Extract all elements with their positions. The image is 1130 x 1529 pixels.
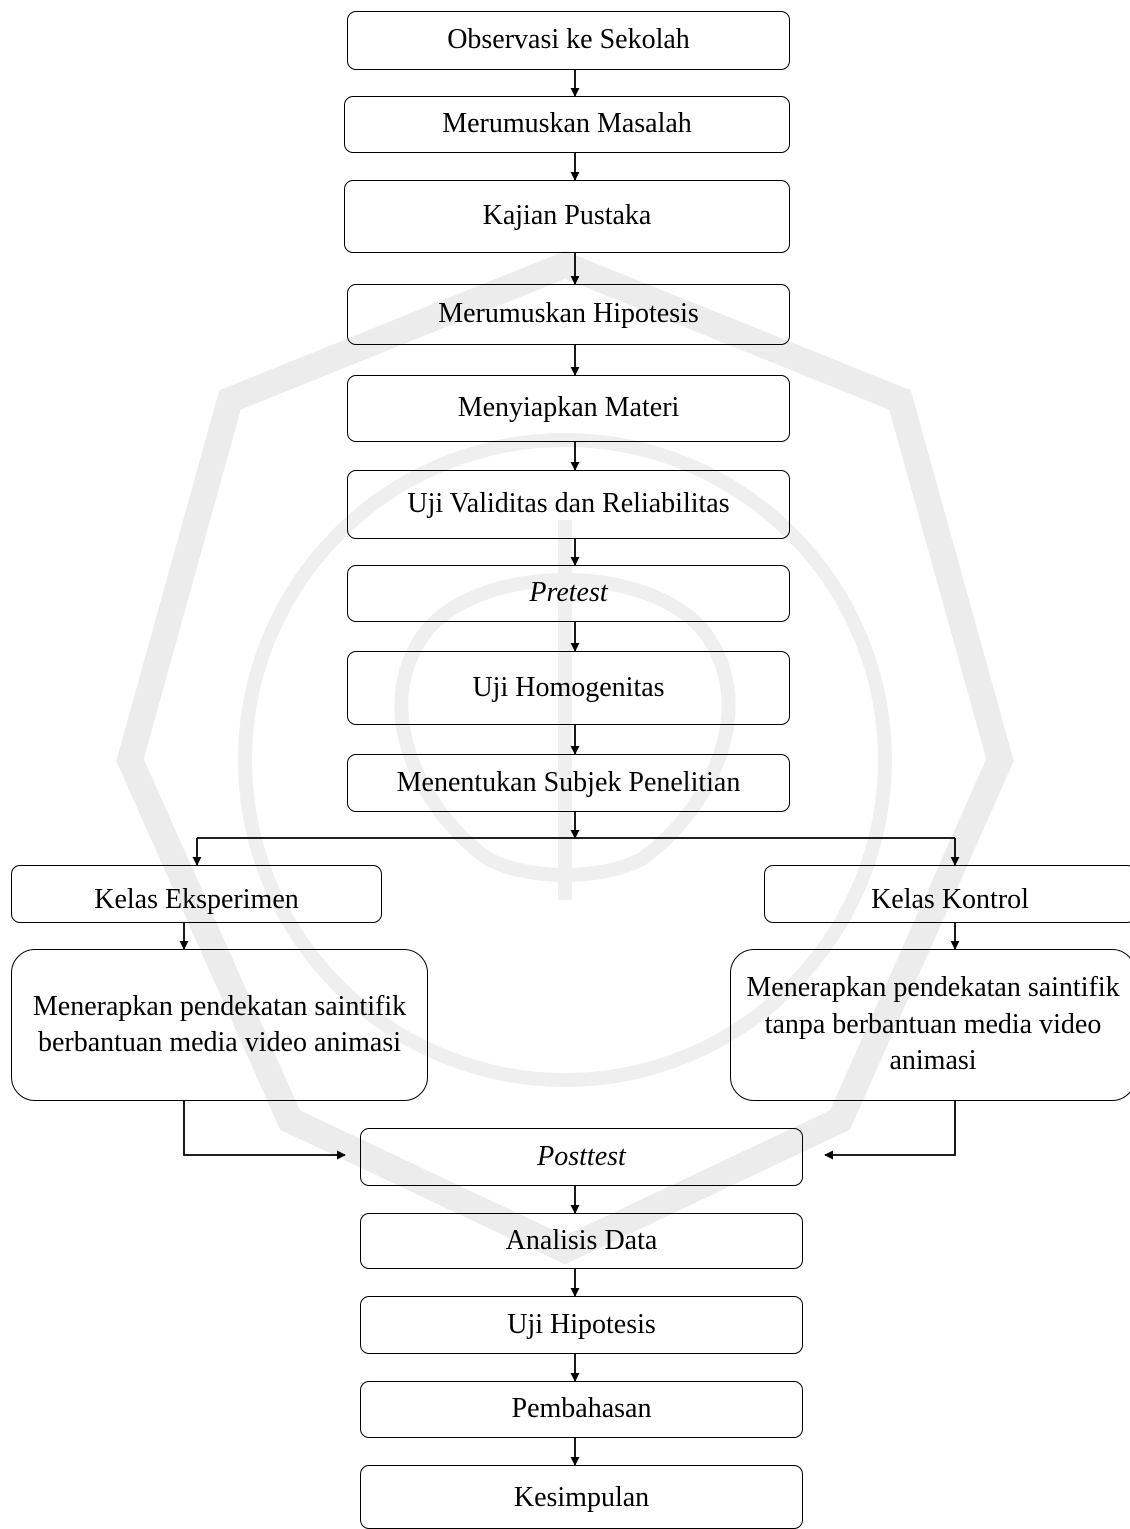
step-uji-homogenitas: Uji Homogenitas — [347, 651, 790, 725]
step-pembahasan: Pembahasan — [360, 1381, 803, 1438]
step-uji-hipotesis: Uji Hipotesis — [360, 1296, 803, 1354]
step-label: Uji Hipotesis — [507, 1308, 656, 1340]
step-label: Menentukan Subjek Penelitian — [396, 766, 741, 798]
step-menyiapkan-materi: Menyiapkan Materi — [347, 375, 790, 442]
step-label: Kesimpulan — [513, 1482, 650, 1513]
step-label: Kelas Kontrol — [871, 883, 1029, 915]
step-merumuskan-masalah: Merumuskan Masalah — [344, 96, 790, 153]
step-label: Merumuskan Masalah — [442, 108, 692, 140]
step-uji-validitas: Uji Validitas dan Reliabilitas — [347, 470, 790, 539]
step-analisis-data: Analisis Data — [360, 1213, 803, 1269]
step-label: Menerapkan pendekatan saintifik berbantu… — [32, 990, 407, 1058]
step-observasi: Observasi ke Sekolah — [347, 11, 790, 70]
step-kelas-eksperimen: Kelas Eksperimen — [11, 865, 382, 923]
step-label: Pretest — [529, 577, 608, 609]
step-label: Pembahasan — [511, 1393, 652, 1425]
step-kesimpulan: Kesimpulan — [360, 1465, 803, 1529]
step-label: Menyiapkan Materi — [457, 392, 680, 424]
step-label: Analisis Data — [505, 1224, 658, 1256]
arrow-left-merge — [183, 1101, 346, 1160]
step-label: Observasi ke Sekolah — [447, 24, 690, 56]
step-perlakuan-eksperimen: Menerapkan pendekatan saintifik berbantu… — [11, 949, 428, 1101]
step-menentukan-subjek: Menentukan Subjek Penelitian — [347, 754, 790, 812]
step-posttest: Posttest — [360, 1128, 803, 1186]
step-label: Uji Validitas dan Reliabilitas — [407, 488, 730, 520]
step-merumuskan-hipotesis: Merumuskan Hipotesis — [347, 284, 790, 345]
step-label: Uji Homogenitas — [472, 671, 665, 703]
step-perlakuan-kontrol: Menerapkan pendekatan saintifik tanpa be… — [730, 949, 1130, 1101]
step-label: Kelas Eksperimen — [94, 883, 299, 915]
step-pretest: Pretest — [347, 565, 790, 622]
step-kelas-kontrol: Kelas Kontrol — [764, 865, 1130, 923]
step-label: Kajian Pustaka — [482, 200, 652, 232]
step-label: Merumuskan Hipotesis — [438, 298, 699, 330]
step-label: Posttest — [537, 1140, 626, 1172]
step-label: Menerapkan pendekatan saintifik tanpa be… — [746, 972, 1120, 1077]
arrow-right-merge — [824, 1101, 956, 1160]
step-kajian-pustaka: Kajian Pustaka — [344, 180, 790, 253]
